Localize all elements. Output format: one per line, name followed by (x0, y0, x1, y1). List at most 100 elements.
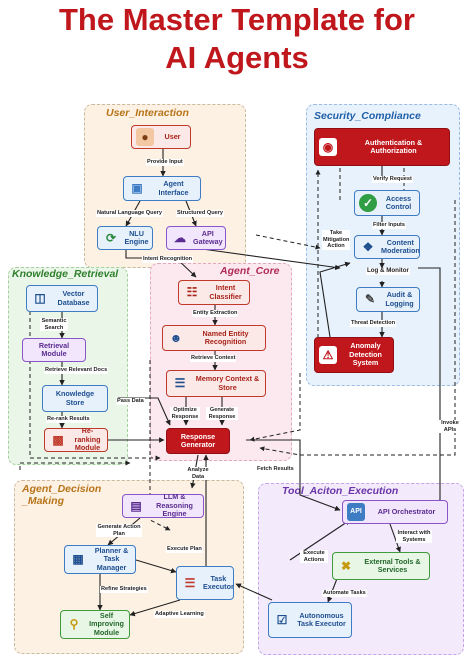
panel-title-tool: Tool_Aciton_Execution (282, 485, 399, 497)
node-audit-logging-label: Audit & Logging (385, 290, 414, 308)
node-api-orchestrator-label: API Orchestrator (377, 506, 436, 516)
cloud-icon: ☁ (174, 230, 186, 245)
node-intent-classifier[interactable]: ☷ Intent Classifier (178, 280, 250, 305)
node-self-improving-module[interactable]: ⚲ Self Improving Module (60, 610, 130, 639)
node-intent-classifier-label: Intent Classifier (209, 283, 242, 301)
node-named-entity-recognition[interactable]: ☻ Named Entity Recognition (162, 325, 266, 351)
edge-label-take-mitigation: Take Mitigation Action (322, 230, 350, 250)
node-agent-interface-label: Agent Interface (158, 179, 189, 197)
node-retrieval-module[interactable]: Retrieval Module (22, 338, 86, 362)
node-agent-interface[interactable]: ▣ Agent Interface (123, 176, 201, 201)
database-icon: ◫ (34, 291, 46, 306)
node-user-label: User (164, 131, 181, 141)
edge-label-provide-input: Provide Input (146, 159, 184, 166)
user-icon: ● (136, 128, 154, 146)
panel-title-security: Security_Compliance (314, 110, 421, 122)
node-vector-database-label: Vector Database (57, 289, 90, 307)
stack-icon: ☰ (174, 376, 186, 391)
node-self-improving-label: Self Improving Module (89, 610, 124, 637)
document-icon: ▤ (130, 498, 142, 513)
alert-icon: ⚠ (319, 346, 337, 364)
node-planner-task-manager[interactable]: ▦ Planner & Task Manager (64, 545, 136, 574)
node-memory-context-store[interactable]: ☰ Memory Context & Store (166, 370, 266, 397)
tools-icon: ✖ (340, 558, 352, 573)
node-task-executor-label: Task Executor (203, 573, 234, 591)
node-reranking-module-label: Re-ranking Module (74, 426, 101, 453)
panel-title-decision: Agent_Decision _Making (22, 483, 102, 507)
edge-label-retrieve-context: Retrieve Context (190, 355, 237, 362)
node-content-moderation-label: Content Moderation (381, 237, 420, 255)
clipboard-icon: ✎ (364, 292, 376, 307)
node-api-gateway-label: API Gateway (193, 228, 223, 246)
edge-label-refine-strategies: Refine Strategies (100, 586, 148, 593)
node-nlu-engine[interactable]: ⟳ NLU Engine (97, 226, 153, 250)
edge-label-filter-inputs: Filter Inputs (372, 222, 407, 229)
edge-label-optimize-response: Optimize Response (170, 407, 200, 420)
edge-label-log-monitor: Log & Monitor (366, 267, 410, 275)
task-icon: ☰ (184, 575, 196, 590)
edge-label-interact-with-systems: Interact with Systems (396, 530, 432, 543)
edge-label-adaptive-learning: Adaptive Learning (154, 611, 205, 618)
edge-label-threat-detection: Threat Detection (350, 320, 397, 327)
edge-label-verify-request: Verify Request (372, 176, 413, 183)
api-icon: API (347, 503, 365, 521)
planner-icon: ▦ (72, 552, 84, 567)
node-knowledge-store[interactable]: Knowledge Store (42, 385, 108, 412)
check-icon: ✓ (359, 194, 377, 212)
node-authentication-label: Authentication & Authorization (364, 137, 423, 155)
node-external-tools[interactable]: ✖ External Tools & Services (332, 552, 430, 580)
node-content-moderation[interactable]: ❖ Content Moderation (354, 235, 420, 259)
monitor-icon: ▣ (131, 181, 143, 196)
panel-title-core: Agent_Core (220, 265, 280, 277)
classifier-icon: ☷ (186, 285, 198, 300)
panel-title-user: User_Interaction (106, 107, 189, 119)
edge-label-invoke-apis: Invoke APIs (438, 420, 462, 433)
node-anomaly-detection[interactable]: ⚠ Anomaly Detection System (314, 337, 394, 373)
node-ner-label: Named Entity Recognition (202, 328, 249, 346)
bar-chart-icon: ▩ (52, 432, 64, 447)
person-icon: ☻ (169, 330, 183, 345)
node-anomaly-detection-label: Anomaly Detection System (349, 341, 382, 368)
node-knowledge-store-label: Knowledge Store (55, 389, 95, 407)
bulb-icon: ⚲ (69, 617, 79, 632)
node-reranking-module[interactable]: ▩ Re-ranking Module (44, 426, 108, 453)
edge-label-natural-language-query: Natural Language Query (96, 210, 163, 217)
node-planner-label: Planner & Task Manager (94, 545, 129, 572)
node-authentication[interactable]: ◉ Authentication & Authorization (314, 128, 450, 166)
refresh-icon: ⟳ (105, 230, 117, 245)
page-title-line1: The Master Template for (58, 2, 415, 37)
node-response-generator[interactable]: Response Generator (166, 428, 230, 454)
edge-label-intent-recognition: Intent Recognition (142, 256, 194, 263)
edge-label-re-rank-results: Re-rank Results (46, 416, 91, 423)
node-access-control[interactable]: ✓ Access Control (354, 190, 420, 216)
node-memory-label: Memory Context & Store (195, 374, 260, 392)
node-response-generator-label: Response Generator (180, 431, 216, 449)
edge-label-retrieve-relevant-docs: Retrieve Relevant Docs (44, 367, 109, 374)
edge-label-structured-query: Structured Query (176, 210, 225, 217)
node-autonomous-label: Autonomous Task Executor (297, 610, 346, 628)
edge-label-generate-response: Generate Response (206, 407, 238, 420)
node-external-tools-label: External Tools & Services (364, 556, 421, 574)
node-user[interactable]: ● User (131, 125, 191, 149)
node-access-control-label: Access Control (385, 193, 412, 211)
edge-label-semantic-search: Semantic Search (40, 318, 68, 331)
node-task-executor[interactable]: ☰ Task Executor (176, 566, 234, 600)
edge-label-execute-plan: Execute Plan (166, 546, 203, 553)
node-nlu-engine-label: NLU Engine (124, 228, 149, 246)
node-vector-database[interactable]: ◫ Vector Database (26, 285, 98, 312)
node-api-gateway[interactable]: ☁ API Gateway (166, 226, 226, 250)
node-autonomous-task-executor[interactable]: ☑ Autonomous Task Executor (268, 602, 352, 638)
edge-label-execute-actions: Execute Actions (300, 550, 328, 563)
panel-title-knowledge: Knowledge_Retrieval (12, 268, 119, 280)
node-llm-label: LLM & Reasoning Engine (156, 492, 193, 519)
fingerprint-icon: ◉ (319, 138, 337, 156)
edge-label-generate-action-plan: Generate Action Plan (96, 524, 142, 537)
network-icon: ❖ (362, 239, 374, 254)
edge-label-automate-tasks: Automate Tasks (322, 590, 367, 597)
node-retrieval-module-label: Retrieval Module (38, 340, 70, 358)
node-api-orchestrator[interactable]: API API Orchestrator (342, 500, 448, 524)
node-audit-logging[interactable]: ✎ Audit & Logging (356, 287, 420, 312)
edge-label-entity-extraction: Entity Extraction (192, 310, 239, 317)
node-llm-reasoning-engine[interactable]: ▤ LLM & Reasoning Engine (122, 492, 204, 519)
edge-label-pass-data: Pass Data (116, 398, 145, 405)
